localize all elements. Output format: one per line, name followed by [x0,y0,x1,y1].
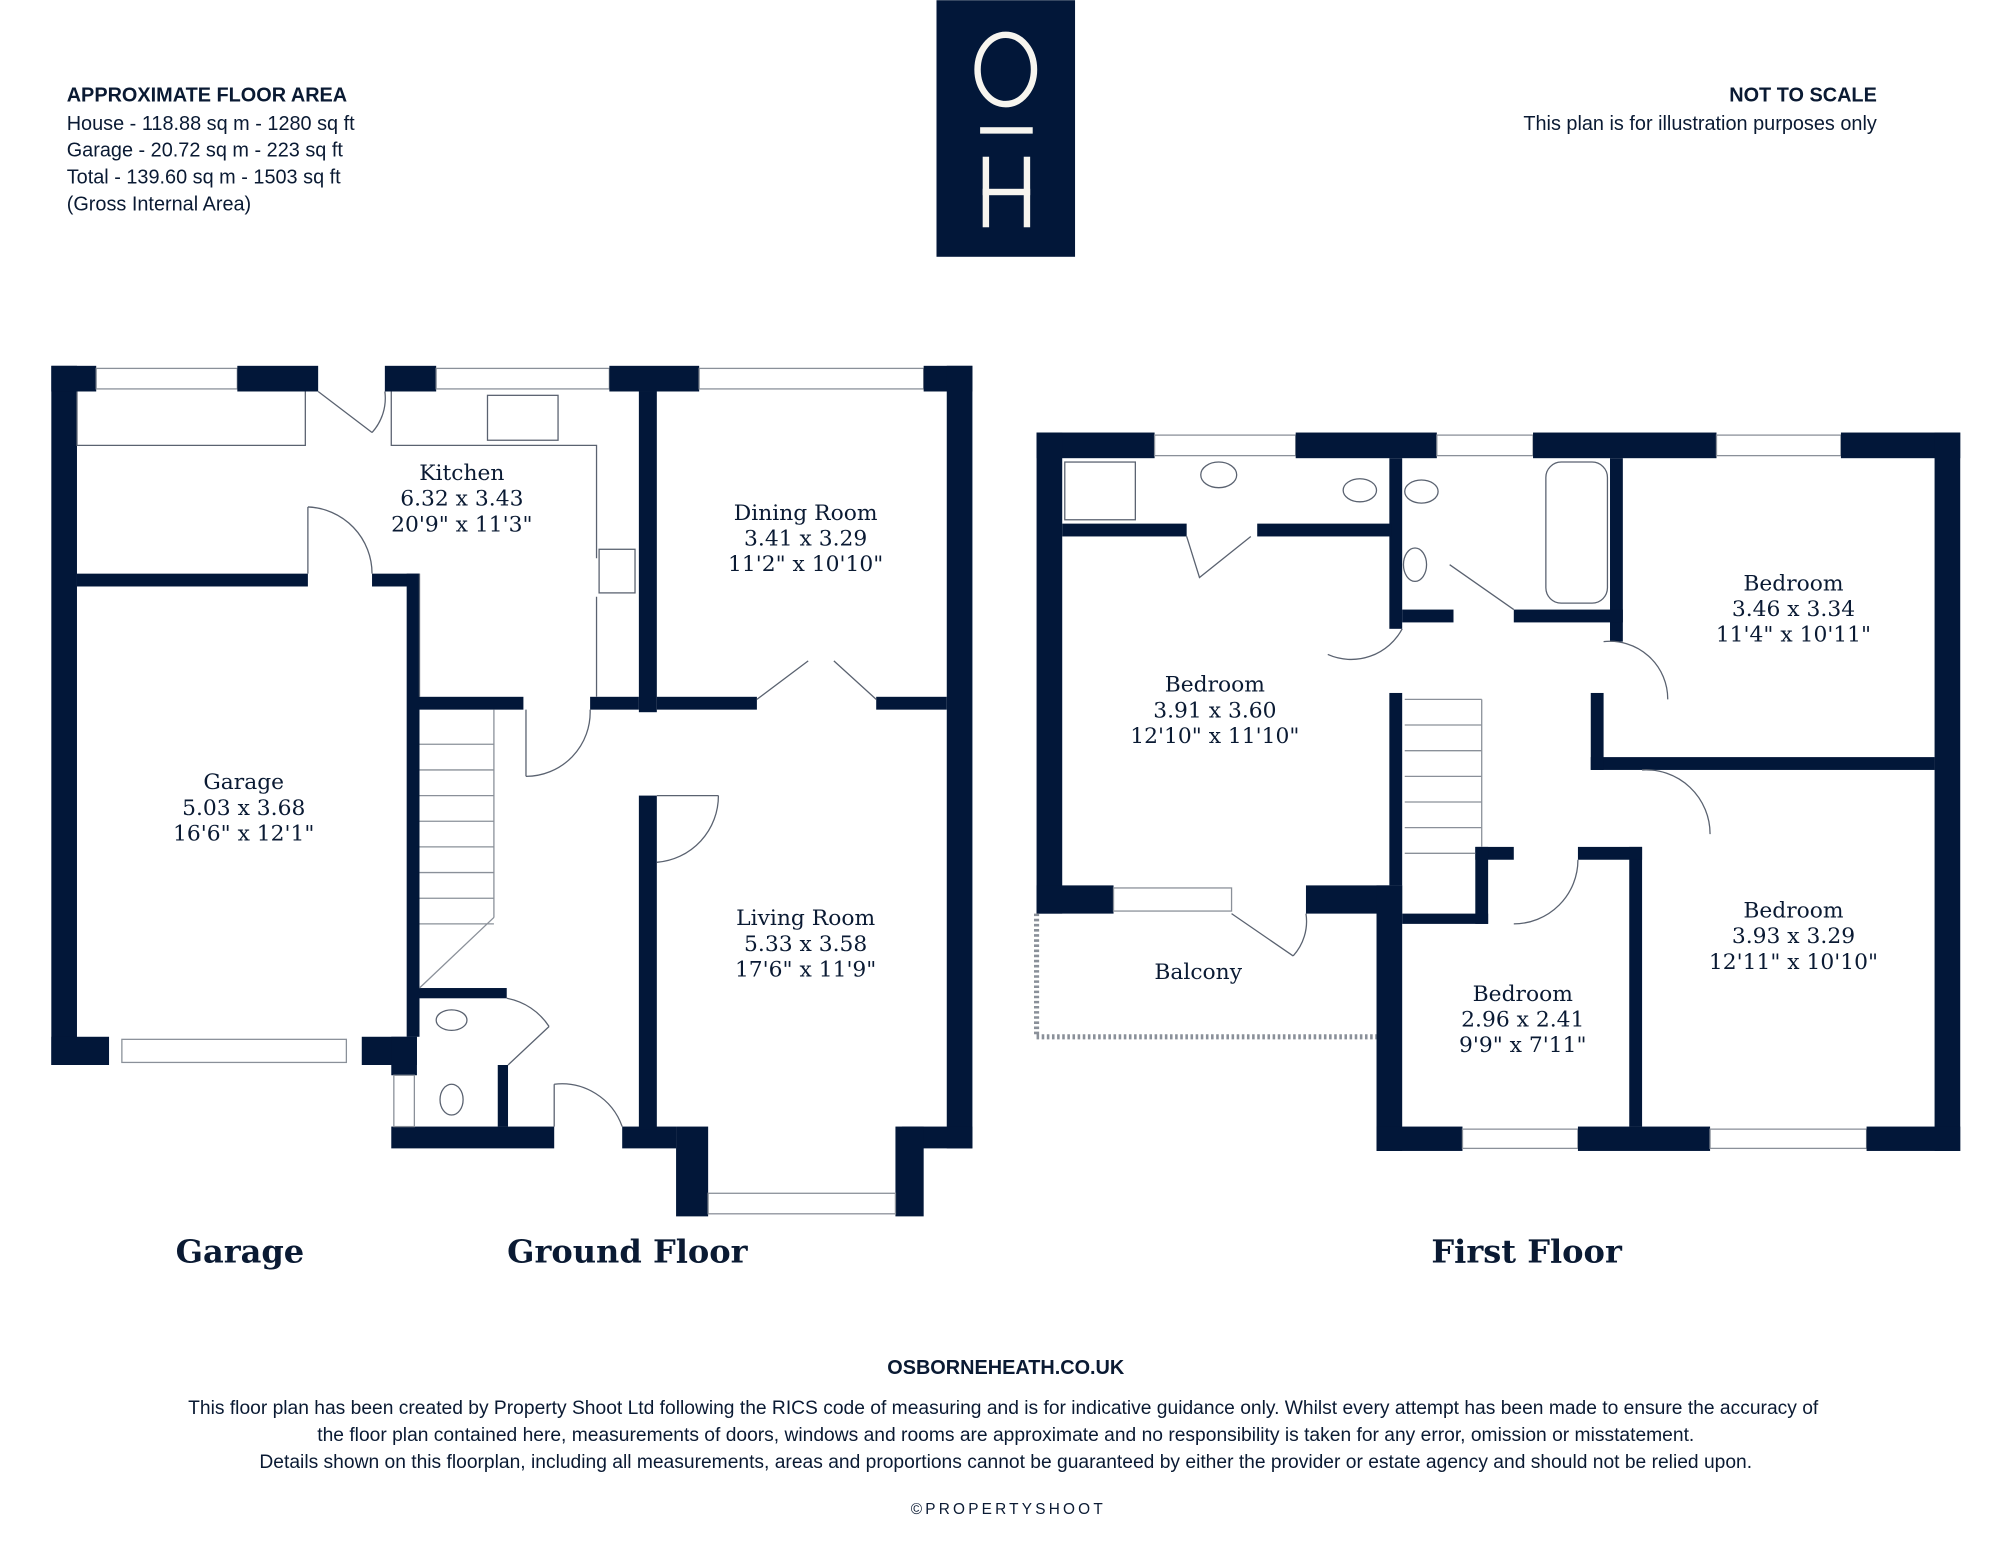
room-metric: 5.03 x 3.68 [182,796,305,821]
floor-label-garage: Garage [176,1233,305,1271]
floor-area-total: Total - 139.60 sq m - 1503 sq ft [67,167,341,189]
room-name: Bedroom [1743,571,1844,596]
floor-label-first: First Floor [1431,1233,1623,1271]
logo [936,0,1076,257]
room-imperial: 20'9" x 11'3" [391,512,532,537]
copyright: ©PROPERTYSHOOT [911,1501,1106,1518]
room-imperial: 16'6" x 12'1" [173,821,314,846]
floor-area-note: (Gross Internal Area) [67,194,251,216]
website-link[interactable]: OSBORNEHEATH.CO.UK [887,1357,1125,1379]
room-metric: 3.46 x 3.34 [1732,597,1855,622]
room-name: Dining Room [734,501,878,526]
room-bedroom-1: Bedroom 3.91 x 3.60 12'10" x 11'10" [1130,673,1299,749]
first-floor-plan [1033,432,1961,1151]
ground-floor-plan [51,365,973,1217]
room-imperial: 9'9" x 7'11" [1459,1033,1587,1058]
room-metric: 3.41 x 3.29 [744,526,867,551]
floor-area-house: House - 118.88 sq m - 1280 sq ft [67,113,355,135]
room-metric: 3.93 x 3.29 [1732,924,1855,949]
floor-area-block: APPROXIMATE FLOOR AREA House - 118.88 sq… [67,85,355,216]
illustration-note: This plan is for illustration purposes o… [1523,113,1877,135]
not-to-scale: NOT TO SCALE [1729,85,1877,107]
room-name: Kitchen [419,461,504,486]
room-metric: 5.33 x 3.58 [744,932,867,957]
floor-labels: Garage Ground Floor First Floor [176,1233,1623,1271]
disclaimer-line: the floor plan contained here, measureme… [317,1425,1694,1446]
room-name: Garage [203,770,284,795]
room-garage: Garage 5.03 x 3.68 16'6" x 12'1" [173,770,314,846]
room-bedroom-4: Bedroom 2.96 x 2.41 9'9" x 7'11" [1459,982,1587,1058]
scale-note: NOT TO SCALE This plan is for illustrati… [1523,85,1877,135]
room-dining: Dining Room 3.41 x 3.29 11'2" x 10'10" [728,501,883,577]
room-labels: Kitchen 6.32 x 3.43 20'9" x 11'3" Dining… [173,461,1878,1058]
disclaimer-line: Details shown on this floorplan, includi… [259,1452,1752,1473]
room-balcony: Balcony [1154,960,1242,985]
room-metric: 6.32 x 3.43 [400,487,523,512]
floor-area-heading: APPROXIMATE FLOOR AREA [67,85,347,107]
footer: OSBORNEHEATH.CO.UK This floor plan has b… [188,1357,1819,1518]
room-name: Bedroom [1165,673,1266,698]
room-imperial: 12'10" x 11'10" [1130,724,1299,749]
room-bedroom-2: Bedroom 3.46 x 3.34 11'4" x 10'11" [1716,571,1871,647]
room-living: Living Room 5.33 x 3.58 17'6" x 11'9" [735,906,876,982]
room-name: Living Room [736,906,875,931]
room-imperial: 11'4" x 10'11" [1716,623,1871,648]
room-metric: 3.91 x 3.60 [1153,698,1276,723]
room-imperial: 11'2" x 10'10" [728,552,883,577]
floor-area-garage: Garage - 20.72 sq m - 223 sq ft [67,140,344,162]
floor-label-ground: Ground Floor [507,1233,749,1271]
disclaimer-line: This floor plan has been created by Prop… [188,1398,1819,1419]
room-metric: 2.96 x 2.41 [1461,1008,1584,1033]
room-name: Bedroom [1743,898,1844,923]
room-name: Bedroom [1473,982,1574,1007]
room-imperial: 17'6" x 11'9" [735,957,876,982]
room-kitchen: Kitchen 6.32 x 3.43 20'9" x 11'3" [391,461,532,537]
room-imperial: 12'11" x 10'10" [1709,950,1878,975]
room-bedroom-3: Bedroom 3.93 x 3.29 12'11" x 10'10" [1709,898,1878,974]
